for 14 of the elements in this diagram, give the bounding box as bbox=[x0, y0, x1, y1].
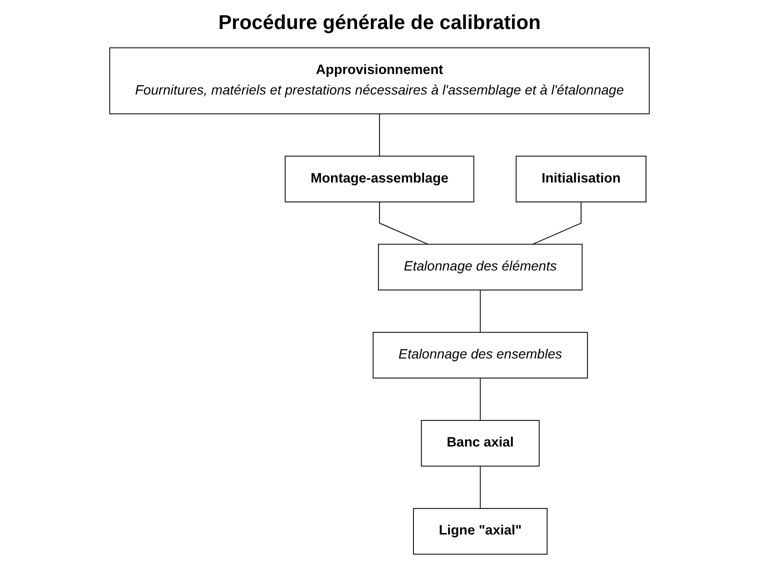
node-box: Etalonnage des ensembles bbox=[372, 332, 588, 378]
node-box: Banc axial bbox=[420, 420, 540, 467]
connector bbox=[480, 290, 481, 333]
node-box: Ligne "axial" bbox=[413, 508, 548, 555]
connector bbox=[379, 201, 428, 245]
node-box: Montage-assemblage bbox=[284, 156, 474, 202]
node-box: Etalonnage des éléments bbox=[378, 244, 583, 290]
diagram-title: Procédure générale de calibration bbox=[217, 12, 542, 35]
node-box: Approvisionnement Fournitures, matériels et prestations nécessaires à l'assemblage et à l'étalonnage bbox=[109, 47, 650, 114]
connector bbox=[480, 466, 481, 509]
connector bbox=[532, 201, 582, 245]
connector bbox=[379, 113, 380, 157]
connector bbox=[480, 378, 481, 421]
node-box: Initialisation bbox=[516, 156, 646, 202]
